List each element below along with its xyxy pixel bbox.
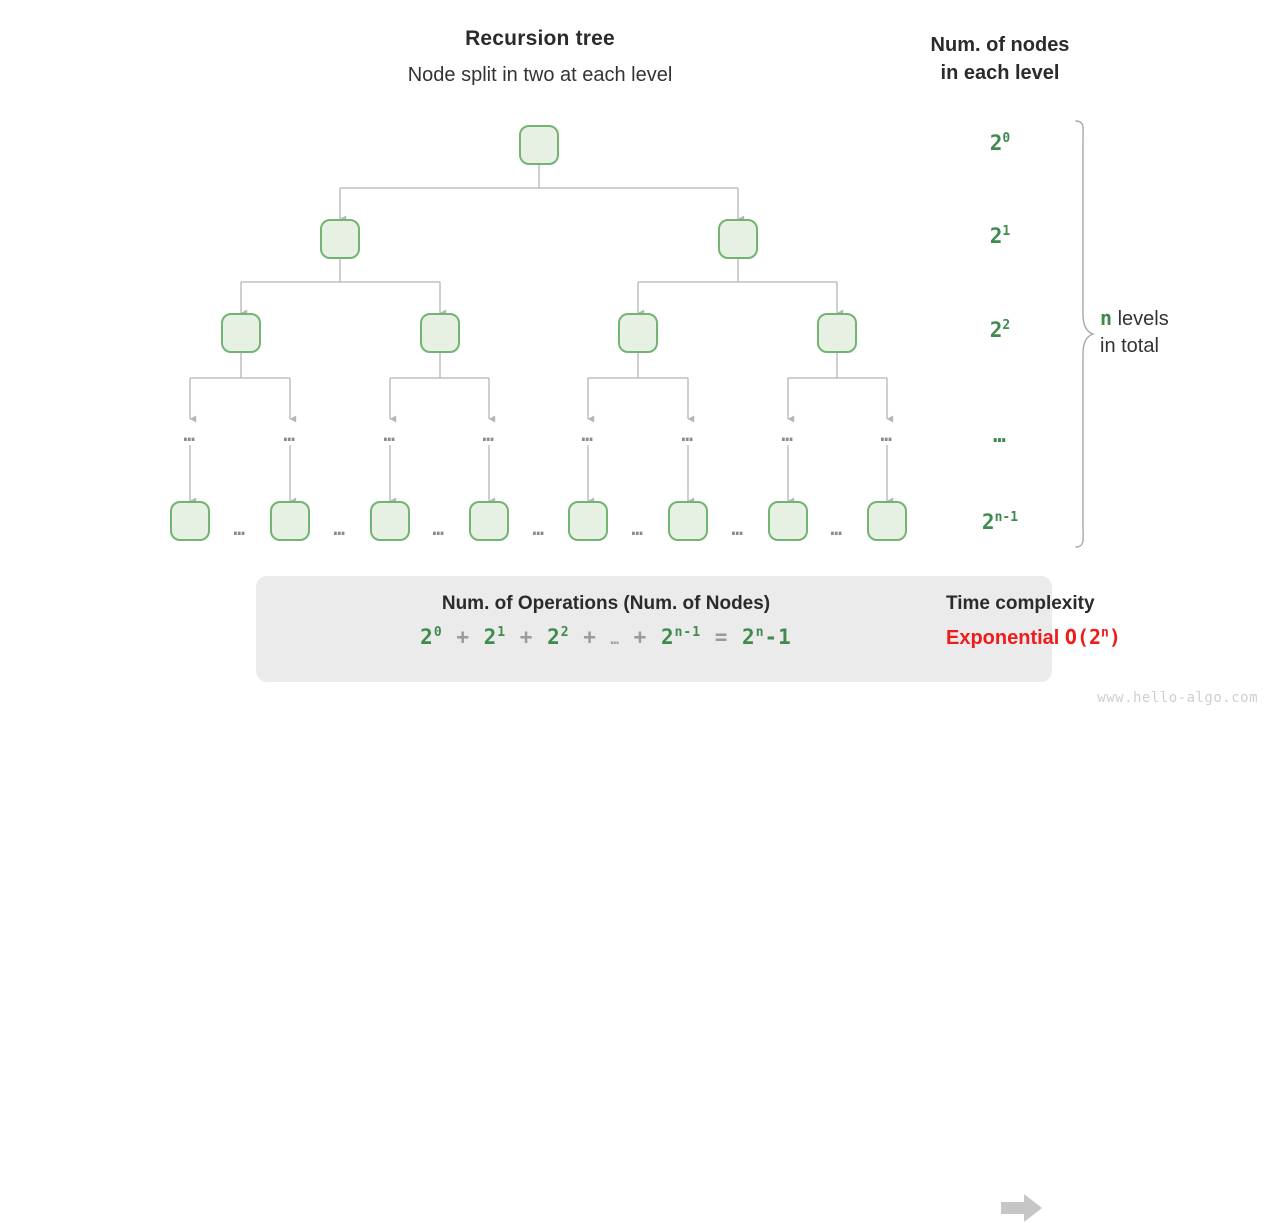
level-count-exponent: 0 [1002,131,1011,146]
levels-total-line2: in total [1100,335,1159,357]
level-count-1: 21 [940,224,1060,248]
column-title-line1: Num. of nodes [930,34,1070,56]
tree-node [170,501,210,541]
right-arrow-icon [1001,1194,1042,1222]
level-count-exponent: 1 [1002,224,1011,239]
level-count-base: 2 [989,131,1003,155]
tree-ellipsis: … [183,424,197,446]
tree-node [270,501,310,541]
formula-equals: = [714,625,729,649]
formula-op-2: + [519,625,534,649]
tree-ellipsis: … [482,424,496,446]
tree-ellipsis: … [283,424,297,446]
tree-bottom-ellipsis: … [333,518,347,540]
complexity-word: Exponential [946,627,1060,649]
complexity-big-o: O(2n) [1064,625,1121,649]
levels-brace-icon [1075,120,1096,548]
formula-op-3: + [583,625,597,649]
tree-ellipsis: … [781,424,795,446]
tree-bottom-ellipsis: … [532,518,546,540]
formula-op-1: + [456,625,470,649]
tree-bottom-ellipsis: … [731,518,745,540]
tree-bottom-ellipsis: … [830,518,844,540]
column-title: Num. of nodes in each level [880,31,1120,87]
operations-caption: Num. of Operations (Num. of Nodes) [441,593,771,614]
tree-node [867,501,907,541]
levels-total-label: n levels in total [1100,305,1270,360]
levels-total-word: levels [1112,308,1169,330]
diagram-canvas: Recursion tree Node split in two at each… [170,27,1270,1222]
tree-node [519,125,559,165]
page-title: Recursion tree [465,27,615,50]
tree-ellipsis: … [681,424,695,446]
complexity-value: Exponential O(2n) [946,625,1121,650]
tree-node [668,501,708,541]
tree-node [420,313,460,353]
summary-panel: Num. of Operations (Num. of Nodes) 20 + … [256,576,1121,1222]
operations-formula: 20 + 21 + 22 + … + 2n-1 = 2n-1 [276,625,936,649]
tree-node [718,219,758,259]
tree-nodes [170,125,907,541]
level-count-4: 2n-1 [940,510,1060,534]
watermark: www.hello-algo.com [1097,690,1258,706]
tree-node [568,501,608,541]
tree-node [817,313,857,353]
tree-bottom-ellipsis: … [432,518,446,540]
tree-node [320,219,360,259]
levels-total-variable: n [1100,306,1113,330]
tree-bottom-ellipsis: … [233,518,247,540]
level-count-2: 22 [940,318,1060,342]
formula-term-4: 2n-1 [660,625,702,649]
tree-node [370,501,410,541]
level-count-base: 2 [989,224,1003,248]
level-count-base: 2 [981,510,995,534]
column-title-line2: in each level [940,62,1060,84]
tree-node [469,501,509,541]
tree-bottom-ellipsis: … [631,518,645,540]
formula-term-1: 20 [420,625,443,649]
formula-result: 2n-1 [742,625,792,649]
tree-node [768,501,808,541]
level-count-base: … [993,423,1007,447]
tree-ellipsis: … [880,424,894,446]
formula-op-4: + [633,625,648,649]
formula-term-3: 22 [547,625,570,649]
tree-node [221,313,261,353]
tree-ellipsis: … [581,424,595,446]
formula-ellipsis: … [610,632,620,648]
level-count-0: 20 [940,131,1060,155]
tree-ellipsis: … [383,424,397,446]
complexity-caption: Time complexity [946,593,1095,614]
level-count-exponent: n-1 [994,510,1019,525]
tree-node [618,313,658,353]
level-count-exponent: 2 [1002,318,1011,333]
complexity-block: Time complexity Exponential O(2n) [946,593,1121,650]
formula-term-2: 21 [483,625,507,649]
level-count-base: 2 [989,318,1003,342]
recursion-tree-graphic [170,125,907,541]
page-subtitle: Node split in two at each level [407,64,673,86]
tree-edges [189,164,894,505]
level-count-3: … [940,423,1060,447]
operations-block: Num. of Operations (Num. of Nodes) 20 + … [276,593,936,649]
